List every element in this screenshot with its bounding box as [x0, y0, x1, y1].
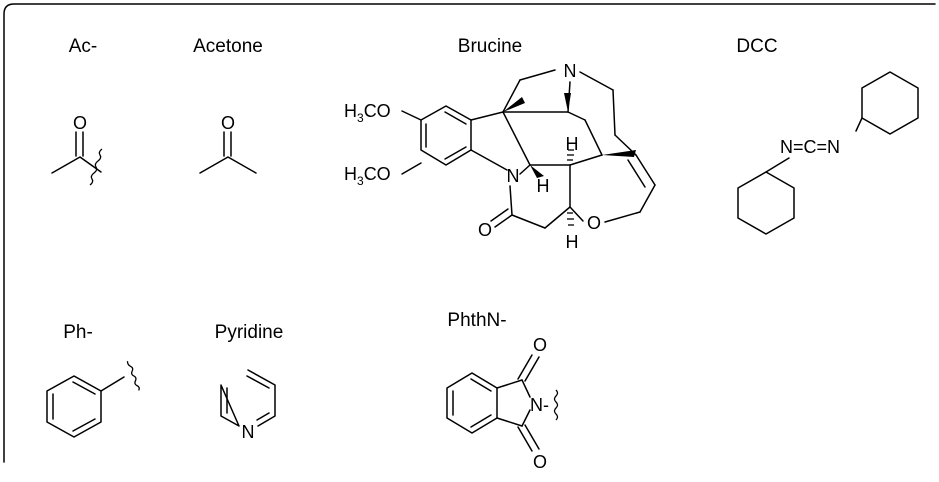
panel-border — [3, 3, 936, 463]
pyridine-structure: Pyridine N — [215, 322, 284, 442]
brucine-ether-oxygen: O — [587, 213, 601, 233]
wedge-bond — [503, 97, 525, 112]
brucine-carbonyl-oxygen: O — [478, 220, 492, 240]
brucine-amine-nitrogen: N — [564, 61, 577, 81]
dcc-label: DCC — [736, 36, 777, 57]
dcc-structure: DCC N=C=N — [736, 36, 919, 235]
brucine-amide-nitrogen: N — [507, 166, 520, 186]
acetyl-label: Ac- — [69, 36, 98, 57]
phthalimido-nitrogen: N- — [530, 395, 549, 415]
wedge-bond — [530, 165, 544, 178]
wedge-bond — [564, 93, 571, 112]
hash-bond — [567, 212, 574, 226]
brucine-hydrogen-bottom: H — [566, 232, 579, 252]
acetone-label: Acetone — [193, 36, 263, 57]
phthalimido-label: PhthN- — [447, 310, 506, 331]
methoxy-group-top: H3CO — [344, 101, 391, 125]
wedge-bond — [602, 150, 636, 157]
brucine-structure: Brucine H3CO H3CO N N H H — [344, 36, 656, 252]
attachment-point-icon — [126, 361, 140, 391]
acetyl-structure: Ac- O — [51, 36, 103, 186]
pyridine-nitrogen: N — [242, 422, 255, 442]
acetyl-oxygen: O — [73, 113, 87, 133]
attachment-point-icon — [89, 148, 103, 186]
phthalimido-oxygen-top: O — [533, 335, 547, 355]
brucine-hydrogen-top: H — [566, 134, 579, 154]
hash-bond — [567, 149, 574, 161]
carbodiimide-group: N=C=N — [780, 137, 840, 157]
brucine-hydrogen-mid: H — [537, 176, 550, 196]
acetone-structure: Acetone O — [193, 36, 263, 174]
phthalimido-oxygen-bottom: O — [533, 452, 547, 472]
acetone-oxygen: O — [221, 113, 235, 133]
phenyl-label: Ph- — [63, 322, 93, 343]
brucine-label: Brucine — [458, 36, 522, 57]
methoxy-group-bottom: H3CO — [344, 164, 391, 188]
phthalimido-structure: PhthN- O O N- — [446, 310, 559, 472]
pyridine-label: Pyridine — [215, 322, 284, 343]
phenyl-structure: Ph- — [46, 322, 140, 438]
attachment-point-icon — [553, 389, 559, 421]
